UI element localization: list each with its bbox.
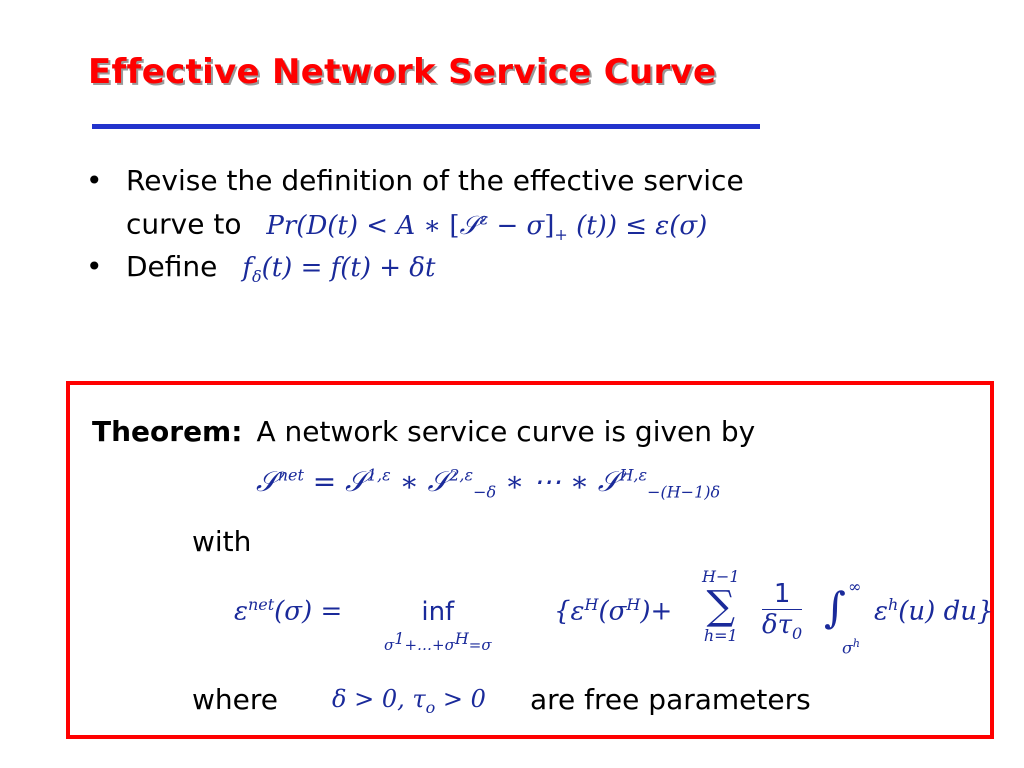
bullet-text: Revise the definition of the effective s… <box>126 164 744 241</box>
theorem-label: Theorem: <box>92 415 243 448</box>
bullet-text: Define <box>126 250 218 283</box>
violation-probability-equation: εnet(σ) = inf σ1+…+σH=σ {εH(σH)+ H−1 ∑ h… <box>234 567 994 658</box>
theorem-text: A network service curve is given by <box>256 415 756 448</box>
theorem-statement: Theorem: A network service curve is given… <box>92 415 755 448</box>
title-underline <box>92 124 760 129</box>
shifted-function-formula: fδ(t) = f(t) + δt <box>242 253 436 287</box>
where-label: where <box>192 683 278 716</box>
parameter-condition: δ > 0, τo > 0 <box>332 685 486 717</box>
where-tail-text: are free parameters <box>530 683 811 716</box>
bullet-icon: • <box>86 164 103 197</box>
effective-service-curve-formula: Pr(D(t) < A ∗ [𝒮ε − σ]+ (t)) ≤ ε(σ) <box>266 209 708 244</box>
bullet-item-define: • Define fδ(t) = f(t) + δt <box>86 248 744 296</box>
slide-title: Effective Network Service Curve <box>88 52 717 92</box>
with-label: with <box>192 525 252 558</box>
theorem-box: Theorem: A network service curve is given… <box>66 381 994 739</box>
where-row: where δ > 0, τo > 0 are free parameters <box>192 683 811 717</box>
bullet-icon: • <box>86 250 103 283</box>
bullet-list: • Revise the definition of the effective… <box>86 162 744 296</box>
network-service-curve-equation: 𝒮net = 𝒮1,ε ∗ 𝒮2,ε−δ ∗ ⋯ ∗ 𝒮H,ε−(H−1)δ <box>256 465 721 502</box>
bullet-item-revise-definition: • Revise the definition of the effective… <box>86 162 744 246</box>
